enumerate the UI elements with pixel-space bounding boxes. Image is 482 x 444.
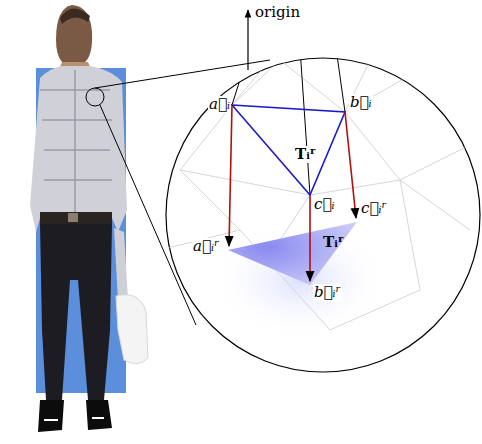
point-label: Tᵢʳ — [322, 234, 345, 251]
axis-label: origin — [254, 4, 301, 21]
mesh — [160, 40, 480, 340]
person-scan — [30, 5, 148, 432]
point-label: a⃗ᵢʳ — [192, 238, 220, 255]
point-label: b⃗ᵢʳ — [313, 284, 342, 301]
point-label: a⃗ᵢ — [208, 96, 231, 113]
source-triangle — [232, 105, 345, 195]
point-label: Tᵢʳ — [294, 146, 317, 163]
reference-triangle — [228, 222, 357, 285]
point-label: b⃗ᵢ — [349, 94, 373, 111]
point-label: c⃗ᵢʳ — [360, 200, 388, 217]
point-label: c⃗ᵢ — [313, 196, 335, 213]
